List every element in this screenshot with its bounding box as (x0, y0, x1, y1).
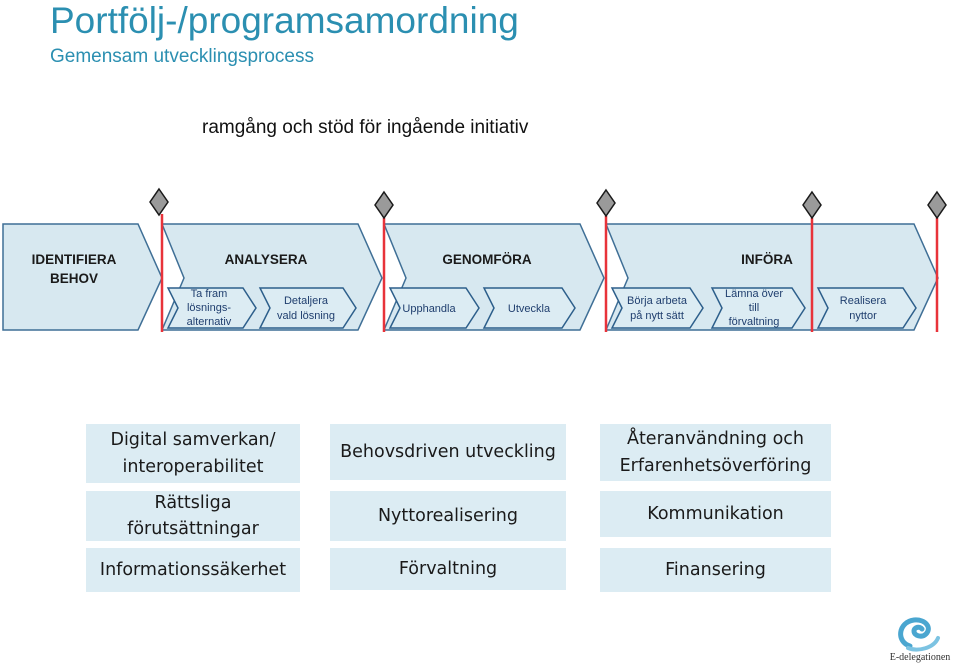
e-delegationen-logo: E-delegationen (882, 612, 958, 666)
step-label-ta-fram-1: Ta fram (191, 288, 228, 300)
support-box-line: Nyttorealisering (377, 505, 519, 526)
step-label-utveckla: Utveckla (508, 303, 551, 315)
support-box-line: Finansering (665, 559, 766, 580)
support-box-kommunikation: Kommunikation (600, 491, 831, 537)
support-box-informationssakerhet: Informationssäkerhet (86, 548, 300, 592)
step-label-detaljera-2: vald lösning (277, 310, 335, 322)
logo-swirl-icon (898, 617, 940, 652)
decision-gate-1 (149, 187, 169, 332)
step-chevron-borja-arbeta (610, 287, 704, 329)
phase-chevron-identifiera (2, 223, 163, 331)
step-chevron-upphandla (388, 287, 480, 329)
support-box-digital-samverkan: Digital samverkan/ interoperabilitet (86, 424, 300, 483)
support-box-line: Rättsliga (154, 492, 232, 513)
gate-diamond-icon (927, 190, 947, 220)
support-box-line: Återanvändning och (626, 429, 804, 450)
gate-diamond-icon (802, 190, 822, 220)
support-box-line: Erfarenhetsöverföring (619, 455, 812, 476)
page-title: Portfölj-/programsamordning (50, 0, 519, 41)
step-label-ta-fram-2: lösnings- (187, 302, 231, 314)
step-label-borja-arbeta-1: Börja arbeta (627, 295, 688, 307)
step-chevron-realisera (816, 287, 917, 329)
support-box-nyttorealisering: Nyttorealisering (330, 491, 566, 541)
page-subtitle: Gemensam utvecklingsprocess (50, 46, 314, 67)
step-label-upphandla: Upphandla (402, 303, 456, 315)
support-box-line: Behovsdriven utveckling (340, 441, 556, 462)
step-label-lamna-over-1: Lämna över (725, 288, 783, 300)
support-box-line: Förvaltning (398, 558, 498, 579)
phase-label-analysera: ANALYSERA (225, 252, 308, 267)
step-chevron-lamna-over (710, 287, 806, 329)
step-label-realisera-2: nyttor (849, 310, 877, 322)
support-box-line: Informationssäkerhet (99, 559, 287, 580)
step-label-borja-arbeta-2: på nytt sätt (630, 310, 684, 322)
gate-diamond-icon (374, 190, 394, 220)
support-box-line: Digital samverkan/ (110, 430, 276, 451)
step-label-lamna-over-2: till (749, 302, 759, 314)
gate-diamond-icon (149, 187, 169, 217)
step-chevron-utveckla (482, 287, 576, 329)
logo-text: E-delegationen (889, 652, 951, 663)
decision-gate-2 (374, 190, 394, 332)
support-box-forvaltning: Förvaltning (330, 548, 566, 590)
step-chevron-detaljera (258, 287, 357, 329)
phase-label-infora: INFÖRA (741, 252, 793, 267)
process-diagram: IDENTIFIERA BEHOV ANALYSERA GENOMFÖRA IN… (2, 187, 947, 332)
decision-gate-3 (596, 188, 616, 332)
phase-label-genomfora: GENOMFÖRA (442, 252, 531, 267)
step-label-ta-fram-3: alternativ (187, 316, 232, 328)
phase-label-identifiera-2: BEHOV (50, 271, 98, 286)
support-box-line: interoperabilitet (122, 456, 264, 477)
process-caption: ramgång och stöd för ingående initiativ (202, 117, 529, 138)
step-chevron-ta-fram (166, 287, 257, 329)
gate-diamond-icon (596, 188, 616, 218)
support-box-finansering: Finansering (600, 548, 831, 592)
step-label-lamna-over-3: förvaltning (729, 316, 780, 328)
decision-gate-5 (927, 190, 947, 332)
phase-label-identifiera-1: IDENTIFIERA (32, 252, 117, 267)
support-box-rattsliga: Rättsliga förutsättningar (86, 491, 300, 541)
support-box-behovsdriven: Behovsdriven utveckling (330, 424, 566, 480)
step-label-realisera-1: Realisera (840, 295, 887, 307)
step-label-detaljera-1: Detaljera (284, 295, 329, 307)
decision-gate-4 (802, 190, 822, 332)
support-box-line: Kommunikation (647, 503, 784, 524)
support-box-ateranvandning: Återanvändning och Erfarenhetsöverföring (600, 424, 831, 481)
support-box-line: förutsättningar (127, 519, 259, 539)
